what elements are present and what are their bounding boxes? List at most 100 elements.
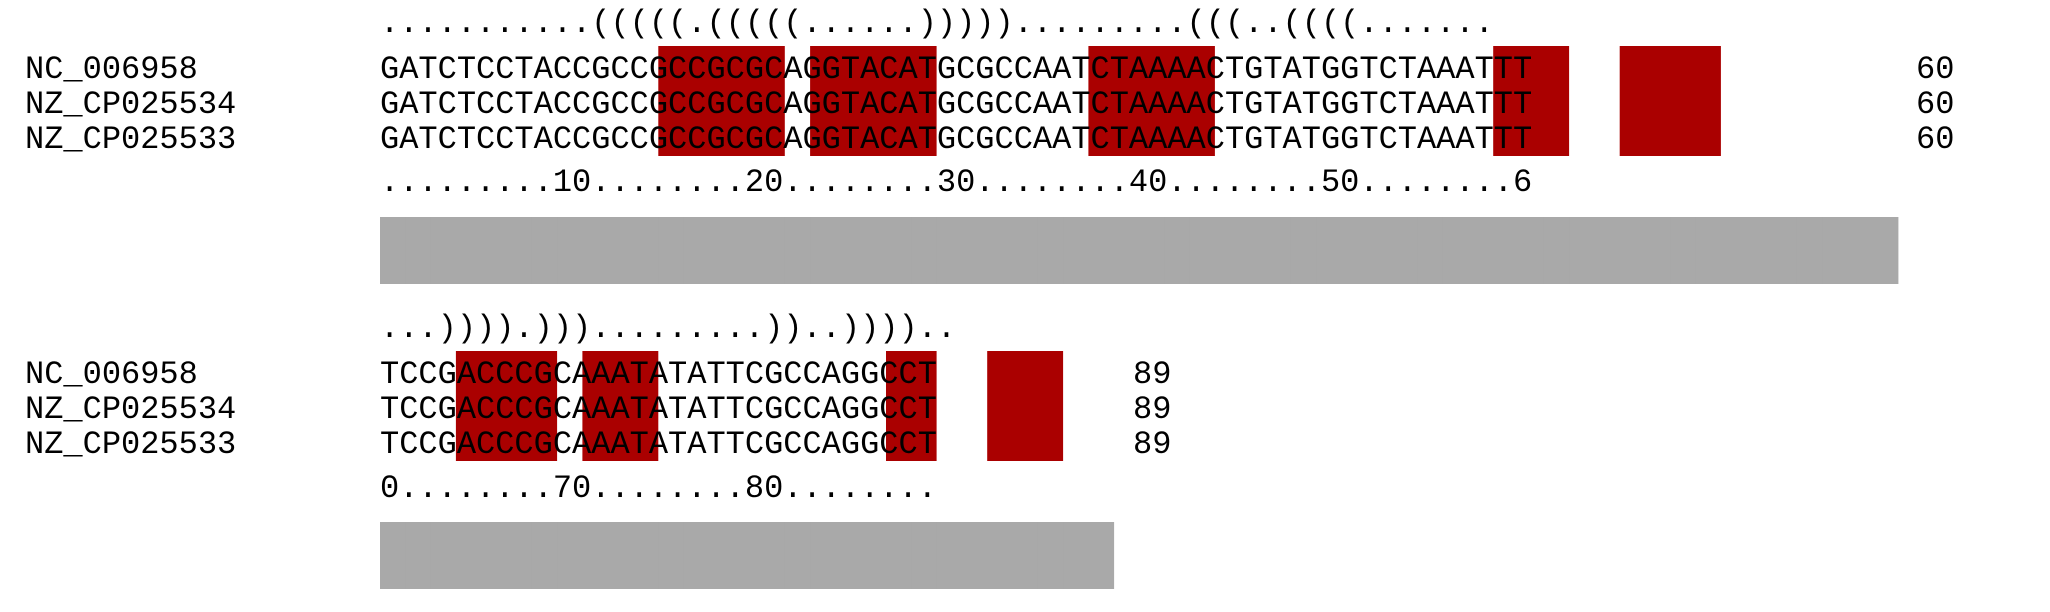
- conservation-bar: [582, 522, 609, 589]
- conservation-bar: [1063, 522, 1089, 589]
- conservation-bar: [1012, 522, 1039, 589]
- conservation-bar: [835, 522, 862, 589]
- sequence-residues: GATCTCCTACCGCCGCCGCGCAGGTACATGCGCCAATCTA…: [380, 51, 1532, 88]
- conservation-bar: [683, 217, 710, 284]
- position-ruler-block-2: 0........70........80........: [380, 470, 937, 507]
- sequence-residues: TCCGACCCGCAAATATATTCGCCAGGCCT: [380, 426, 937, 463]
- conservation-bar: [961, 522, 988, 589]
- sequence-end-position: 60: [1916, 51, 1954, 88]
- conservation-bar: [1037, 522, 1064, 589]
- conservation-bar: [380, 522, 406, 589]
- conservation-bar: [759, 522, 786, 589]
- conservation-bar: [810, 522, 836, 589]
- base-pair-highlight: [1493, 46, 1570, 156]
- conservation-track-block-1: [380, 217, 1899, 284]
- conservation-bar: [1619, 217, 1646, 284]
- conservation-bar: [1088, 217, 1115, 284]
- conservation-bar: [430, 522, 457, 589]
- conservation-bar: [633, 522, 659, 589]
- conservation-bar: [455, 522, 482, 589]
- conservation-bar: [1493, 217, 1519, 284]
- conservation-bar: [987, 217, 1013, 284]
- conservation-bar: [987, 522, 1013, 589]
- sequence-name: NZ_CP025534: [25, 391, 236, 428]
- structure-line-block-1: ...........(((((.(((((......))))).......…: [380, 5, 1494, 42]
- conservation-bar: [1645, 217, 1671, 284]
- structure-line-block-2: ...)))).))).........))..))))..: [380, 310, 956, 347]
- conservation-bar: [531, 217, 558, 284]
- base-pair-highlight: [1088, 46, 1215, 156]
- base-pair-highlight: [987, 351, 1064, 461]
- conservation-bar: [759, 217, 786, 284]
- conservation-bar: [911, 217, 937, 284]
- conservation-bar: [886, 522, 912, 589]
- conservation-bar: [506, 217, 533, 284]
- conservation-bar: [1467, 217, 1494, 284]
- sequence-name: NZ_CP025533: [25, 426, 236, 463]
- conservation-bar: [430, 217, 457, 284]
- sequence-end-position: 89: [1133, 356, 1171, 393]
- conservation-bar: [1720, 217, 1747, 284]
- alignment-block-2: ...)))).))).........))..)))).. NC_006958…: [25, 310, 1171, 589]
- conservation-bar: [734, 217, 760, 284]
- conservation-bar: [1392, 217, 1418, 284]
- conservation-bar: [405, 217, 431, 284]
- conservation-bar: [1164, 217, 1190, 284]
- conservation-bar: [481, 522, 507, 589]
- conservation-bar: [1139, 217, 1165, 284]
- sequence-end-position: 60: [1916, 121, 1954, 158]
- conservation-track-block-2: [380, 522, 1115, 589]
- conservation-bar: [1240, 217, 1266, 284]
- conservation-bar: [708, 522, 735, 589]
- conservation-bar: [1012, 217, 1039, 284]
- conservation-bar: [784, 217, 811, 284]
- conservation-bar: [481, 217, 507, 284]
- sequence-end-position: 89: [1133, 426, 1171, 463]
- sequence-residues: GATCTCCTACCGCCGCCGCGCAGGTACATGCGCCAATCTA…: [380, 86, 1532, 123]
- conservation-bar: [936, 217, 963, 284]
- conservation-bar: [658, 217, 684, 284]
- conservation-bar: [607, 217, 634, 284]
- conservation-bar: [1290, 217, 1317, 284]
- conservation-bar: [582, 217, 609, 284]
- sequence-residues: GATCTCCTACCGCCGCCGCGCAGGTACATGCGCCAATCTA…: [380, 121, 1532, 158]
- conservation-bar: [1341, 217, 1368, 284]
- conservation-bar: [708, 217, 735, 284]
- pair-highlights-block-2: [455, 351, 1064, 461]
- conservation-bar: [1796, 217, 1823, 284]
- conservation-bar: [455, 217, 482, 284]
- base-pair-highlight: [658, 46, 785, 156]
- conservation-bar: [1670, 217, 1696, 284]
- conservation-bar: [1543, 217, 1570, 284]
- base-pair-highlight: [455, 351, 558, 461]
- sequence-residues: TCCGACCCGCAAATATATTCGCCAGGCCT: [380, 391, 937, 428]
- conservation-bar: [405, 522, 431, 589]
- conservation-bar: [557, 522, 583, 589]
- sequence-residues: TCCGACCCGCAAATATATTCGCCAGGCCT: [380, 356, 937, 393]
- conservation-bar: [886, 217, 912, 284]
- conservation-bar: [961, 217, 988, 284]
- conservation-bar: [1417, 217, 1443, 284]
- conservation-bar: [1063, 217, 1089, 284]
- pair-highlights-block-1: [658, 46, 1721, 156]
- conservation-bar: [1214, 217, 1241, 284]
- conservation-bar: [936, 522, 963, 589]
- alignment-block-1: ...........(((((.(((((......))))).......…: [25, 5, 1954, 284]
- conservation-bar: [1695, 217, 1722, 284]
- conservation-bar: [658, 522, 684, 589]
- conservation-bar: [1771, 217, 1798, 284]
- conservation-bar: [380, 217, 406, 284]
- conservation-bar: [1037, 217, 1064, 284]
- conservation-bar: [1569, 217, 1595, 284]
- sequence-name: NC_006958: [25, 51, 198, 88]
- conservation-bar: [1265, 217, 1292, 284]
- conservation-bar: [1746, 217, 1772, 284]
- conservation-bar: [1822, 217, 1848, 284]
- conservation-bar: [1316, 217, 1342, 284]
- conservation-bar: [1518, 217, 1545, 284]
- conservation-bar: [810, 217, 836, 284]
- conservation-bar: [1366, 217, 1393, 284]
- conservation-bar: [1442, 217, 1469, 284]
- conservation-bar: [683, 522, 710, 589]
